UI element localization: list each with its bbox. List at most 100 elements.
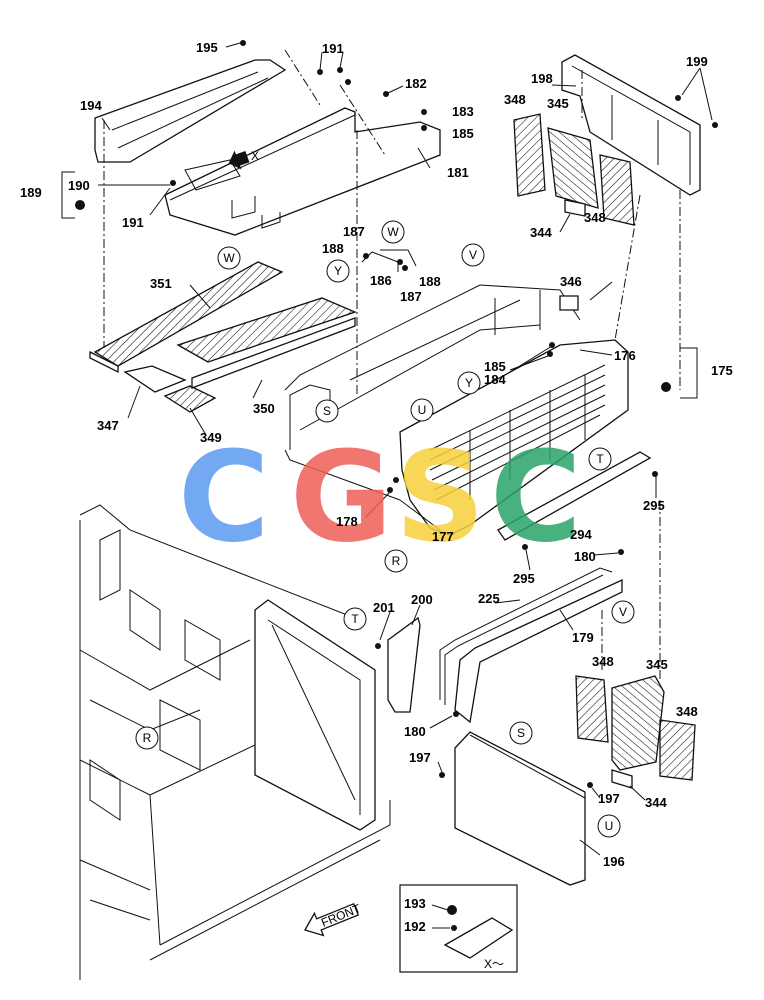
callout-t1: T — [588, 447, 612, 471]
label-348d: 348 — [676, 704, 698, 719]
bracket-189 — [61, 171, 85, 219]
label-197a: 197 — [409, 750, 431, 765]
callout-w2: W — [381, 220, 405, 244]
label-185a: 185 — [452, 126, 474, 141]
part-344-b — [611, 769, 633, 789]
callout-s2: S — [509, 721, 533, 745]
label-192: 192 — [404, 919, 426, 934]
callout-y2: Y — [457, 371, 481, 395]
part-labels: 195 191 182 183 185 181 194 190 189 191 … — [20, 40, 733, 934]
label-346: 346 — [560, 274, 582, 289]
svg-text:R: R — [392, 554, 401, 568]
part-348-a — [513, 113, 546, 197]
svg-text:U: U — [418, 403, 427, 417]
svg-text:T: T — [596, 452, 604, 466]
svg-text:S: S — [517, 726, 525, 740]
label-351: 351 — [150, 276, 172, 291]
screw-199a — [675, 95, 681, 101]
screw-197b — [587, 782, 593, 788]
linkage-186 — [361, 251, 408, 272]
label-178: 178 — [336, 514, 358, 529]
label-201: 201 — [373, 600, 395, 615]
screw-177 — [393, 477, 399, 483]
label-345b: 345 — [646, 657, 668, 672]
front-arrow: FRONT — [304, 901, 363, 937]
label-225: 225 — [478, 591, 500, 606]
watermark-letter-g: G — [290, 425, 393, 570]
label-188a: 188 — [322, 241, 344, 256]
part-345-b — [611, 675, 665, 771]
screw-191c — [345, 79, 351, 85]
washer-185 — [421, 125, 427, 131]
part-350 — [176, 297, 357, 363]
svg-text:V: V — [619, 605, 627, 619]
label-350: 350 — [253, 401, 275, 416]
part-200 — [387, 616, 421, 713]
detail-x-box: X～ — [399, 884, 518, 973]
part-194-plate — [94, 59, 287, 163]
callout-w1: W — [217, 246, 241, 270]
callout-r2: R — [135, 726, 159, 750]
screw-197a — [439, 772, 445, 778]
assembly-dot-175 — [661, 382, 671, 392]
svg-text:W: W — [223, 251, 235, 265]
screw-295a — [652, 471, 658, 477]
part-181-cover — [164, 107, 441, 236]
screw-191b — [337, 67, 343, 73]
label-295a: 295 — [643, 498, 665, 513]
screw-199b — [712, 122, 718, 128]
part-351 — [93, 261, 284, 367]
callout-r1: R — [384, 549, 408, 573]
label-190: 190 — [68, 178, 90, 193]
screw-295b — [522, 544, 528, 550]
label-349: 349 — [200, 430, 222, 445]
callout-u2: U — [597, 814, 621, 838]
part-344-a — [564, 199, 586, 217]
callout-y1: Y — [326, 259, 350, 283]
leader-lines — [98, 42, 713, 929]
svg-text:FRONT: FRONT — [319, 901, 363, 930]
label-187a: 187 — [343, 224, 365, 239]
screw-184 — [547, 351, 553, 357]
svg-text:Y: Y — [334, 264, 342, 278]
part-294-plate — [497, 451, 652, 541]
label-193: 193 — [404, 896, 426, 911]
part-345-a — [547, 127, 599, 209]
label-196: 196 — [603, 854, 625, 869]
screw-180b — [453, 711, 459, 717]
side-panel-group — [513, 54, 718, 226]
label-348c: 348 — [592, 654, 614, 669]
label-180b: 180 — [404, 724, 426, 739]
label-195: 195 — [196, 40, 218, 55]
label-294: 294 — [570, 527, 592, 542]
label-186: 186 — [370, 273, 392, 288]
label-189: 189 — [20, 185, 42, 200]
label-191b: 191 — [122, 215, 144, 230]
callout-circles: W W Y Y V V S S U U T T R R — [135, 220, 635, 838]
watermark-cgsc: C G S C — [178, 425, 582, 570]
top-cover-group: X — [94, 40, 441, 236]
label-177: 177 — [432, 529, 454, 544]
label-194: 194 — [80, 98, 102, 113]
label-179: 179 — [572, 630, 594, 645]
part-198-panel — [561, 54, 701, 196]
label-295b: 295 — [513, 571, 535, 586]
assembly-dot-189 — [75, 200, 85, 210]
callout-u1: U — [410, 398, 434, 422]
part-179-panel — [454, 578, 623, 724]
label-176: 176 — [614, 348, 636, 363]
label-183: 183 — [452, 104, 474, 119]
part-225-seal — [439, 567, 613, 700]
callout-v2: V — [611, 600, 635, 624]
detail-caption: X～ — [484, 957, 504, 971]
label-345a: 345 — [547, 96, 569, 111]
callout-v1: V — [461, 243, 485, 267]
part-176-louver — [399, 339, 629, 536]
watermark-letter-c1: C — [178, 425, 270, 570]
foam-pads-group — [89, 120, 358, 413]
svg-text:W: W — [387, 225, 399, 239]
part-193-knob — [447, 905, 457, 915]
screw-178 — [387, 487, 393, 493]
label-344a: 344 — [530, 225, 552, 240]
part-347 — [123, 365, 187, 393]
